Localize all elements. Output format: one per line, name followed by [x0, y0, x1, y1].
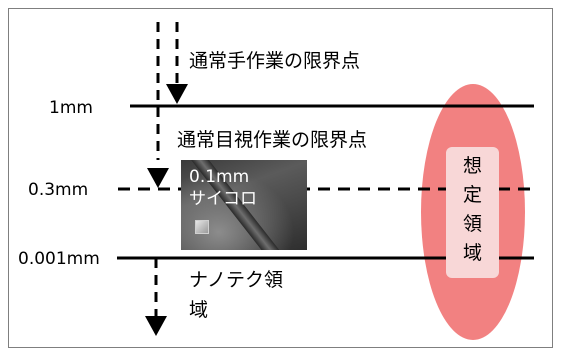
hand-limit-arrowhead: [166, 84, 188, 104]
scale-label-0-001mm: 0.001mm: [18, 249, 100, 269]
diagram-frame: [8, 8, 553, 348]
dice-micrograph: 0.1mm サイコロ: [181, 160, 307, 250]
visual-limit-label: 通常目視作業の限界点: [177, 129, 368, 151]
nano-arrowhead: [145, 316, 167, 336]
visual-limit-arrowhead: [147, 168, 169, 188]
photo-caption: 0.1mm サイコロ: [189, 167, 257, 209]
target-region-label: 想 定 領 域: [462, 155, 482, 264]
scale-label-0-3mm: 0.3mm: [28, 180, 89, 200]
dice-icon: [195, 220, 209, 234]
target-region-box: [446, 147, 499, 278]
scale-label-1mm: 1mm: [49, 98, 93, 118]
nano-label: ナノテク領 域: [189, 269, 284, 321]
hand-limit-label: 通常手作業の限界点: [189, 50, 361, 72]
